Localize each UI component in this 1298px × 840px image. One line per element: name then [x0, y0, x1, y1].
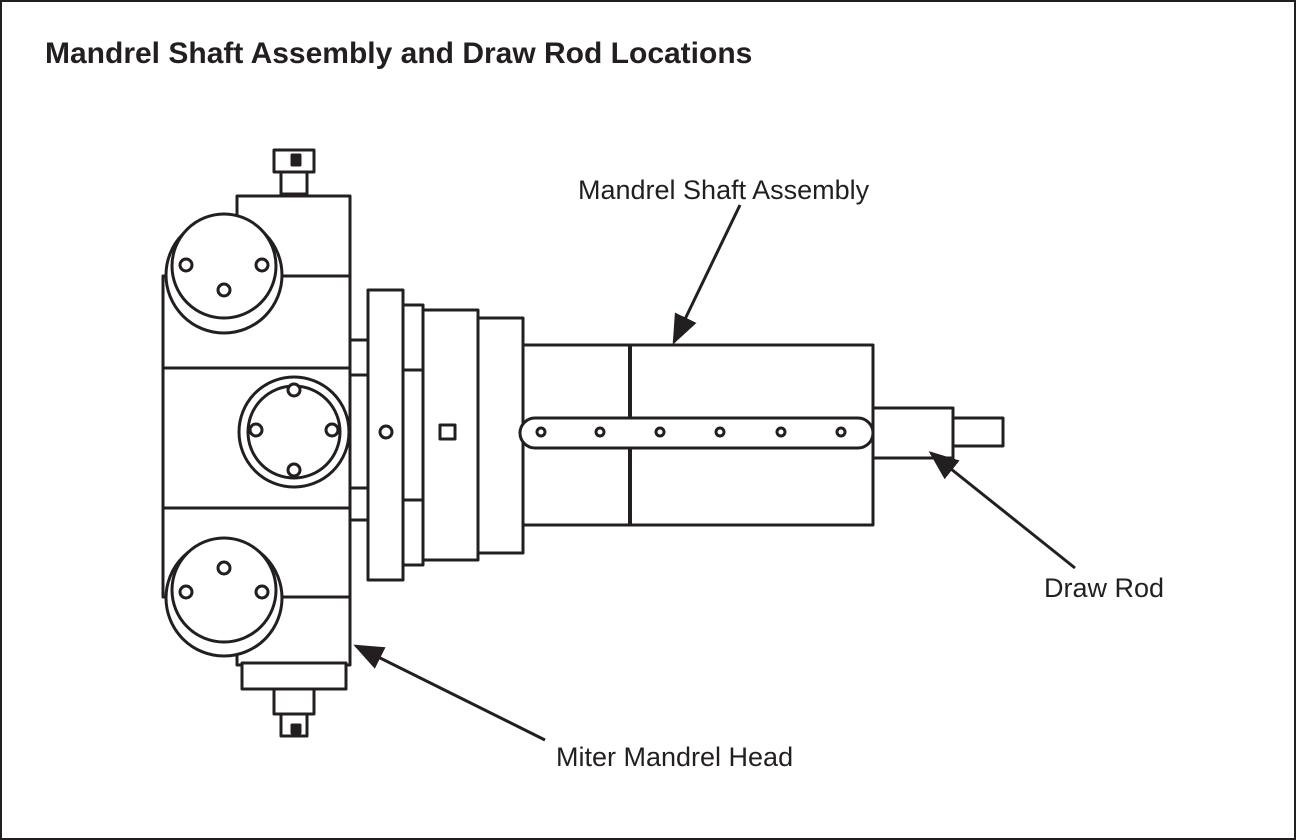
- head-callout-label: Miter Mandrel Head: [556, 742, 793, 772]
- center-disc: [237, 375, 351, 489]
- head-callout-arrow: [353, 644, 546, 742]
- draw-rod: [871, 406, 1005, 460]
- lower-clamp-knob: [164, 536, 284, 658]
- shaft-callout-arrow: [672, 204, 742, 345]
- mandrel-diagram: Mandrel Shaft Assembly Draw Rod Miter Ma…: [161, 148, 1164, 772]
- figure-title: Mandrel Shaft Assembly and Draw Rod Loca…: [45, 37, 753, 70]
- draw-rod-callout-arrow: [928, 451, 1076, 570]
- upper-clamp-knob: [164, 212, 284, 335]
- draw-rod-callout-label: Draw Rod: [1044, 573, 1164, 603]
- shaft-callout-label: Mandrel Shaft Assembly: [578, 175, 870, 205]
- mandrel-shaft-assembly: [518, 343, 875, 527]
- flange-section: [348, 288, 525, 582]
- miter-mandrel-head: [161, 148, 352, 738]
- head-bottom-bolt: [272, 684, 316, 738]
